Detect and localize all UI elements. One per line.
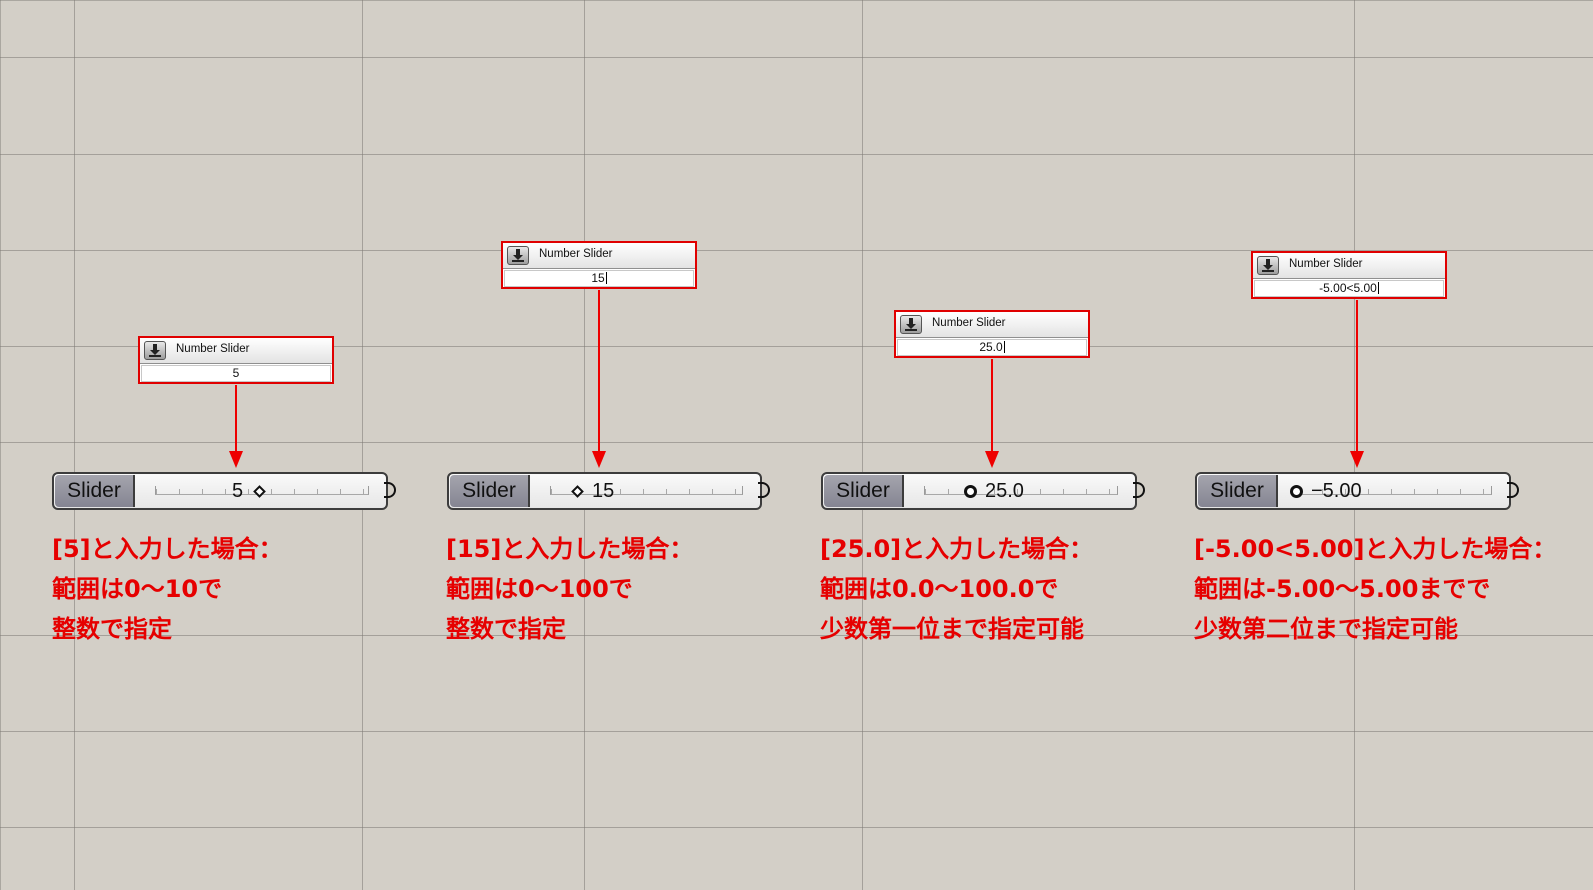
slider-label-box: Slider xyxy=(450,475,530,507)
annotation-arrow xyxy=(991,359,993,455)
arrow-head xyxy=(592,451,606,468)
popup-value-input[interactable]: 5 xyxy=(141,365,331,382)
slider-label-box: Slider xyxy=(1198,475,1278,507)
arrow-head xyxy=(1350,451,1364,468)
download-icon[interactable] xyxy=(900,315,922,334)
caption-line: 整数で指定 xyxy=(446,615,566,643)
number-slider-popup[interactable]: Number Slider 25.0 xyxy=(894,310,1090,358)
grid-line xyxy=(0,250,1593,251)
slider-label: Slider xyxy=(462,479,516,502)
slider-value: 5 xyxy=(232,480,244,502)
download-icon[interactable] xyxy=(144,341,166,360)
slider-label-box: Slider xyxy=(824,475,904,507)
text-caret xyxy=(605,272,607,284)
popup-title: Number Slider xyxy=(176,343,250,355)
caption-line: 範囲は0〜10で xyxy=(52,575,223,603)
grid-line xyxy=(0,442,1593,443)
caption: [15]と入力した場合： 範囲は0〜100で 整数で指定 xyxy=(446,529,693,649)
caption-line: 少数第二位まで指定可能 xyxy=(1194,615,1458,643)
annotation-arrow xyxy=(1356,300,1358,455)
number-slider[interactable]: Slider 5 xyxy=(52,472,388,510)
download-icon[interactable] xyxy=(1257,256,1279,275)
text-caret xyxy=(1003,341,1005,353)
grid-line xyxy=(0,346,1593,347)
grid-line xyxy=(862,0,863,890)
popup-title: Number Slider xyxy=(1289,258,1363,270)
annotation-arrow xyxy=(598,290,600,455)
grid-line xyxy=(0,731,1593,732)
number-slider-popup[interactable]: Number Slider 15 xyxy=(501,241,697,289)
slider-label: Slider xyxy=(836,479,890,502)
caption-line: 少数第一位まで指定可能 xyxy=(820,615,1084,643)
slider-track[interactable] xyxy=(924,486,1118,495)
grid-line xyxy=(0,154,1593,155)
popup-header: Number Slider xyxy=(896,312,1088,338)
grid-line xyxy=(584,0,585,890)
popup-header: Number Slider xyxy=(140,338,332,364)
grid-line xyxy=(0,635,1593,636)
output-port[interactable] xyxy=(1507,482,1519,498)
slider-value: 25.0 xyxy=(985,480,1024,502)
number-slider-popup[interactable]: Number Slider -5.00<5.00 xyxy=(1251,251,1447,299)
slider-label: Slider xyxy=(1210,479,1264,502)
text-caret xyxy=(1377,282,1379,294)
caption-line: 範囲は-5.00〜5.00までで xyxy=(1194,575,1491,603)
output-port[interactable] xyxy=(1133,482,1145,498)
popup-value-input[interactable]: 15 xyxy=(504,270,694,287)
popup-header: Number Slider xyxy=(1253,253,1445,279)
caption-line: 範囲は0.0〜100.0で xyxy=(820,575,1059,603)
annotation-arrow xyxy=(235,385,237,455)
caption-line: [5]と入力した場合： xyxy=(52,535,283,563)
popup-value-input[interactable]: -5.00<5.00 xyxy=(1254,280,1444,297)
number-slider[interactable]: Slider 25.0 xyxy=(821,472,1137,510)
caption-line: 範囲は0〜100で xyxy=(446,575,633,603)
arrow-head xyxy=(985,451,999,468)
number-slider[interactable]: Slider −5.00 xyxy=(1195,472,1511,510)
number-slider[interactable]: Slider 15 xyxy=(447,472,762,510)
grid-line xyxy=(1354,0,1355,890)
popup-value-input[interactable]: 25.0 xyxy=(897,339,1087,356)
caption: [-5.00<5.00]と入力した場合： 範囲は-5.00〜5.00までで 少数… xyxy=(1194,529,1556,649)
grid-line xyxy=(74,0,75,890)
slider-label: Slider xyxy=(67,479,121,502)
slider-grip[interactable] xyxy=(1290,485,1303,498)
popup-title: Number Slider xyxy=(932,317,1006,329)
download-icon[interactable] xyxy=(507,246,529,265)
number-slider-popup[interactable]: Number Slider 5 xyxy=(138,336,334,384)
grid-line xyxy=(0,57,1593,58)
grid-line xyxy=(362,0,363,890)
grid-line xyxy=(0,827,1593,828)
caption-line: 整数で指定 xyxy=(52,615,172,643)
caption-line: [15]と入力した場合： xyxy=(446,535,694,563)
output-port[interactable] xyxy=(758,482,770,498)
caption: [25.0]と入力した場合： 範囲は0.0〜100.0で 少数第一位まで指定可能 xyxy=(820,529,1093,649)
caption: [5]と入力した場合： 範囲は0〜10で 整数で指定 xyxy=(52,529,283,649)
caption-line: [25.0]と入力した場合： xyxy=(820,535,1094,563)
slider-label-box: Slider xyxy=(55,475,135,507)
slider-track[interactable] xyxy=(550,486,743,495)
slider-value: 15 xyxy=(592,480,615,502)
output-port[interactable] xyxy=(384,482,396,498)
popup-header: Number Slider xyxy=(503,243,695,269)
slider-value: −5.00 xyxy=(1311,480,1362,502)
arrow-head xyxy=(229,451,243,468)
slider-grip[interactable] xyxy=(964,485,977,498)
popup-title: Number Slider xyxy=(539,248,613,260)
caption-line: [-5.00<5.00]と入力した場合： xyxy=(1194,535,1557,563)
